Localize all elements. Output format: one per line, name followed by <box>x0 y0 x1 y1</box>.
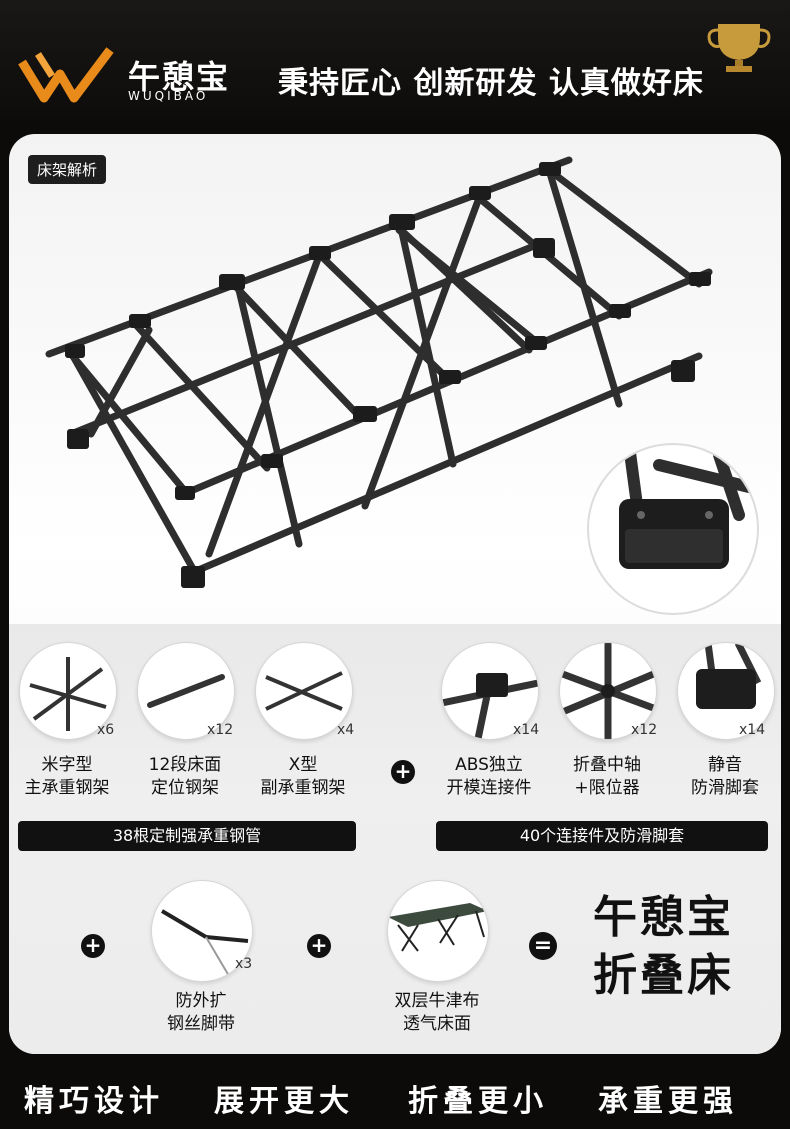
components-band: x6 x12 x4 x14 x12 <box>9 624 781 1054</box>
brand-name-en: WUQIBAO <box>128 89 209 103</box>
foot-pad-detail <box>587 443 759 615</box>
component-circle-6 <box>677 642 775 740</box>
plus-icon: + <box>307 934 331 958</box>
feature-4: 承重更强 <box>598 1084 738 1119</box>
foot-pad-icon <box>619 445 755 569</box>
bed-frame-illustration <box>45 156 713 588</box>
component-count-5: x12 <box>631 722 658 738</box>
connector-icon <box>442 673 538 739</box>
equals-icon: = <box>529 932 557 960</box>
cot-bed-icon <box>388 903 488 952</box>
bed-frame-panel: 床架解析 <box>9 134 781 1054</box>
feature-3: 折叠更小 <box>408 1084 548 1119</box>
brand-name: 午憩宝 <box>128 58 231 96</box>
steel-tube-icon <box>147 674 225 708</box>
plus-icon: + <box>81 934 105 958</box>
component-count-6: x14 <box>739 722 766 738</box>
component-label-2: 12段床面定位钢架 <box>148 755 222 798</box>
footer-features: 精巧设计 展开更大 折叠更小 承重更强 <box>0 1062 790 1129</box>
component-circle-5 <box>559 642 657 740</box>
component-circle-2 <box>137 642 235 740</box>
component-count-1: x6 <box>97 722 115 738</box>
extra-label-1: 防外扩钢丝脚带 <box>167 991 235 1034</box>
foot-pad-icon <box>696 643 762 709</box>
folding-axis-icon <box>560 643 656 739</box>
component-label-6: 静音防滑脚套 <box>691 755 759 798</box>
component-count-2: x12 <box>207 722 234 738</box>
extra-count-1: x3 <box>235 956 253 972</box>
component-label-4: ABS独立开模连接件 <box>446 755 532 798</box>
component-label-5: 折叠中轴+限位器 <box>573 755 641 798</box>
x-frame-icon <box>265 671 343 711</box>
component-count-3: x4 <box>337 722 355 738</box>
plus-icon: + <box>391 760 415 784</box>
extra-label-2: 双层牛津布透气床面 <box>394 991 480 1034</box>
cross-frame-icon <box>29 657 107 731</box>
result-product-name: 午憩宝折叠床 <box>593 892 734 1001</box>
summary-right-bar: 40个连接件及防滑脚套 <box>436 821 768 851</box>
component-label-1: 米字型主承重钢架 <box>24 755 110 798</box>
component-circle-4 <box>441 642 539 740</box>
component-circle-3 <box>255 642 353 740</box>
wuqibao-logo-icon <box>18 47 114 103</box>
header-banner: 午憩宝 WUQIBAO 秉持匠心 创新研发 认真做好床 <box>0 0 790 120</box>
extra-circle-1 <box>151 880 253 982</box>
component-label-3: X型副承重钢架 <box>260 755 346 798</box>
wire-strap-icon <box>160 909 249 981</box>
feature-2: 展开更大 <box>214 1084 354 1119</box>
summary-left-bar: 38根定制强承重钢管 <box>18 821 356 851</box>
feature-1: 精巧设计 <box>24 1084 164 1119</box>
component-circle-1 <box>19 642 117 740</box>
trophy-icon <box>707 24 771 72</box>
component-count-4: x14 <box>513 722 540 738</box>
header-slogan: 秉持匠心 创新研发 认真做好床 <box>278 66 704 101</box>
section-tag: 床架解析 <box>28 155 107 184</box>
extra-circle-2 <box>387 880 489 982</box>
